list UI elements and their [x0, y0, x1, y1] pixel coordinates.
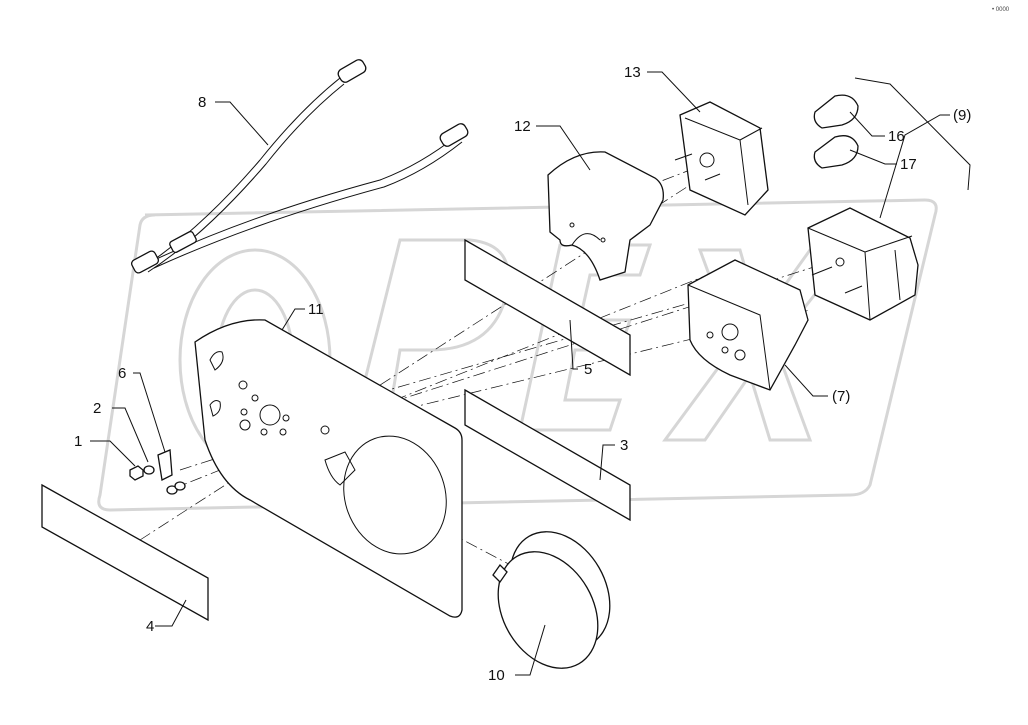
callout-8: 8 — [198, 94, 206, 111]
callout-6: 6 — [118, 365, 126, 382]
bulb-16 — [813, 94, 859, 129]
lamp-housing-13 — [674, 101, 769, 216]
callout-12: 12 — [514, 118, 531, 135]
label-4 — [41, 483, 209, 622]
callout-labels: 1 2 3 4 5 6 (7) 8 (9) 10 11 12 13 16 17 — [74, 64, 971, 684]
lamp-9 — [807, 207, 919, 321]
label-plates — [41, 238, 631, 622]
callout-5: 5 — [584, 361, 592, 378]
callout-17: 17 — [900, 156, 917, 173]
callout-3: 3 — [620, 437, 628, 454]
drawing-code: • 0000 — [992, 7, 1010, 13]
lamp-shell-7 — [687, 259, 809, 391]
cable-harness — [130, 59, 469, 274]
callout-13: 13 — [624, 64, 641, 81]
callout-16: 16 — [888, 128, 905, 145]
leader-lines — [90, 71, 971, 676]
callout-9: (9) — [953, 107, 971, 124]
callout-4: 4 — [146, 618, 154, 635]
bracket-and-fasteners — [129, 449, 186, 495]
lamp-bracket-12 — [547, 151, 664, 281]
round-lamp-10 — [492, 531, 611, 669]
callout-7: (7) — [832, 388, 850, 405]
callout-11: 11 — [308, 301, 324, 318]
label-3 — [464, 388, 631, 522]
mounting-plate — [194, 319, 463, 618]
bulb-17 — [813, 135, 859, 169]
callout-2: 2 — [93, 400, 101, 417]
callout-10: 10 — [488, 667, 505, 684]
callout-1: 1 — [74, 433, 82, 450]
label-5 — [464, 238, 631, 377]
bulbs — [813, 94, 859, 169]
